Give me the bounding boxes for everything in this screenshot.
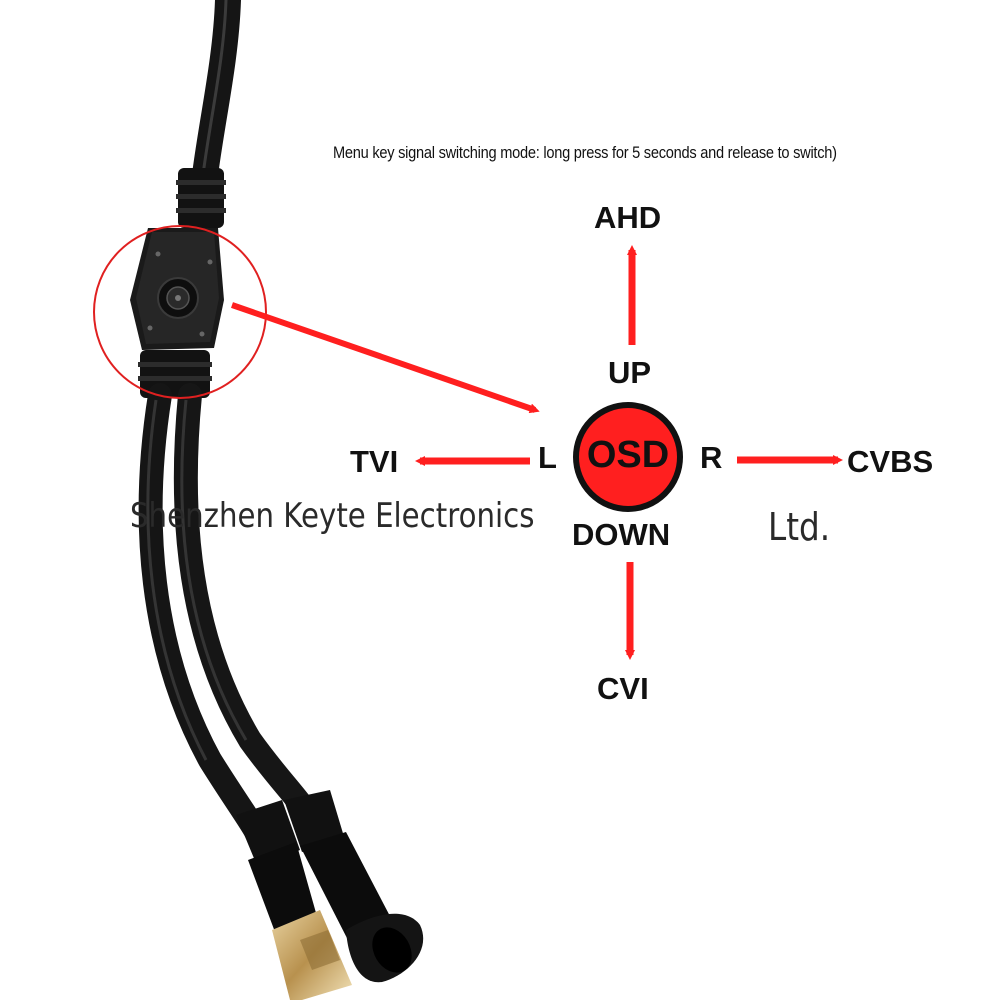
strain-relief-top bbox=[176, 168, 226, 228]
direction-label-left: L bbox=[538, 440, 557, 475]
osd-button-label: OSD bbox=[586, 434, 670, 476]
cable-top bbox=[192, 0, 241, 188]
mode-label-cvi: CVI bbox=[597, 671, 649, 706]
direction-label-right: R bbox=[700, 440, 723, 475]
osd-button[interactable] bbox=[573, 402, 683, 512]
callout-circle bbox=[93, 225, 267, 399]
direction-label-up: UP bbox=[608, 355, 652, 390]
direction-label-down: DOWN bbox=[572, 517, 671, 552]
cable-left bbox=[138, 383, 270, 847]
watermark-company: Shenzhen Keyte Electronics bbox=[130, 496, 535, 536]
callout-arrow bbox=[231, 302, 540, 414]
mode-label-tvi: TVI bbox=[350, 444, 399, 479]
dc-connector bbox=[284, 790, 424, 983]
watermark-suffix: Ltd. bbox=[768, 505, 831, 549]
mode-label-ahd: AHD bbox=[594, 200, 662, 235]
bnc-connector bbox=[236, 800, 352, 1000]
cable-right bbox=[173, 383, 317, 822]
instruction-caption: Menu key signal switching mode: long pre… bbox=[333, 143, 837, 162]
osd-module bbox=[130, 228, 224, 350]
mode-label-cvbs: CVBS bbox=[847, 444, 934, 479]
